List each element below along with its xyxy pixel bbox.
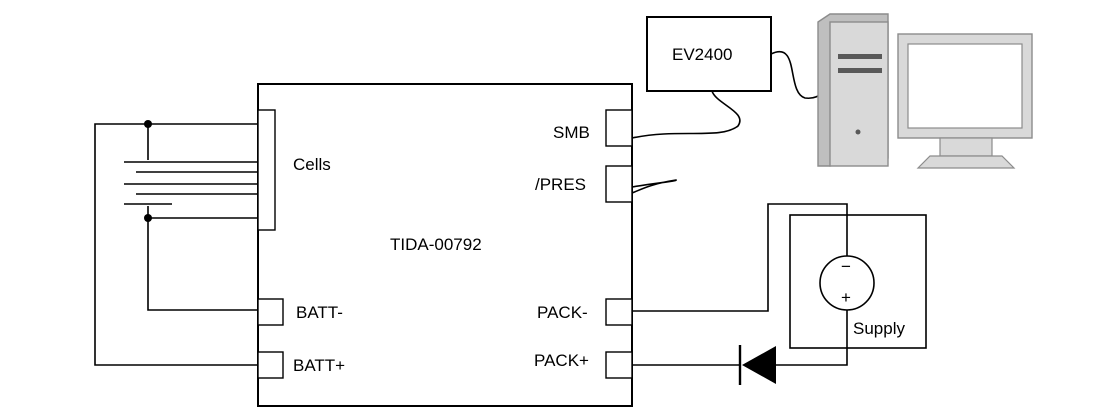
supply-label: Supply (853, 319, 905, 338)
junction-dot-bottom (144, 214, 152, 222)
supply-minus-sign: − (841, 257, 851, 276)
diode-icon (738, 345, 776, 385)
pres-connector (605, 165, 633, 203)
board-title: TIDA-00792 (390, 235, 482, 254)
pack-minus-connector (605, 298, 633, 326)
pack-minus-label: PACK- (537, 303, 588, 322)
cell-wiring (94, 120, 258, 366)
pack-plus-label: PACK+ (534, 351, 589, 370)
computer-tower-icon (817, 13, 889, 167)
supply-box (789, 214, 927, 349)
cells-connector (257, 109, 276, 231)
junction-dot-top (144, 120, 152, 128)
pres-loop (631, 179, 677, 194)
smb-cable (631, 90, 741, 139)
ev2400-label: EV2400 (672, 45, 733, 64)
battery-icon (124, 124, 172, 218)
monitor-icon (897, 33, 1033, 169)
smb-label: SMB (553, 123, 590, 142)
ev2400-box (646, 16, 772, 92)
supply-wiring (632, 203, 848, 366)
voltage-source-icon: − + (819, 255, 875, 311)
cells-label: Cells (293, 155, 331, 174)
tida-board (257, 83, 633, 407)
batt-minus-connector (257, 298, 284, 326)
smb-connector (605, 109, 633, 147)
supply-plus-sign: + (841, 288, 851, 307)
pres-label: /PRES (535, 175, 586, 194)
batt-plus-label: BATT+ (293, 356, 345, 375)
pack-plus-connector (605, 351, 633, 379)
batt-plus-connector (257, 351, 284, 379)
batt-minus-label: BATT- (296, 303, 343, 322)
